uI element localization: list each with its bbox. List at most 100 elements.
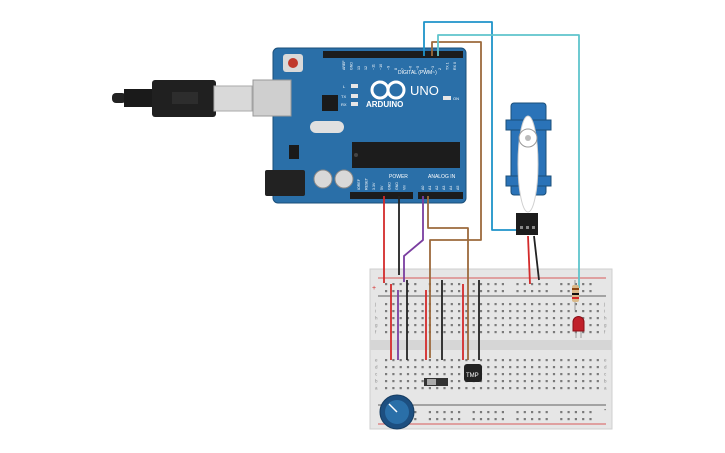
breadboard-row-label: j: [603, 302, 605, 307]
breadboard-hole: [582, 359, 585, 362]
breadboard-hole: [421, 303, 424, 306]
pin-label: 8: [394, 68, 398, 70]
breadboard-hole: [574, 303, 577, 306]
breadboard-hole: [443, 283, 446, 286]
breadboard-hole: [487, 366, 490, 369]
breadboard-hole: [531, 411, 534, 414]
breadboard-hole: [472, 283, 475, 286]
breadboard-hole: [450, 366, 453, 369]
breadboard-hole: [589, 373, 592, 376]
breadboard-hole: [392, 303, 395, 306]
breadboard-hole: [538, 317, 541, 320]
breadboard-hole: [589, 387, 592, 390]
breadboard-hole: [516, 283, 519, 286]
breadboard-hole: [436, 387, 439, 390]
breadboard-hole: [428, 418, 431, 421]
breadboard-row-label: i: [604, 309, 605, 314]
breadboard-hole: [552, 310, 556, 313]
breadboard-hole: [560, 331, 563, 334]
breadboard-hole: [516, 387, 519, 390]
pin-label: ~9: [386, 66, 390, 70]
breadboard-hole: [516, 418, 519, 421]
breadboard-hole: [501, 283, 504, 286]
breadboard-hole: [414, 359, 417, 362]
breadboard-hole: [589, 324, 592, 327]
pin-label: A1: [428, 186, 432, 190]
atmega-chip: [352, 142, 460, 168]
breadboard-hole: [479, 387, 483, 390]
breadboard-hole: [465, 324, 468, 327]
breadboard-hole: [385, 380, 388, 383]
breadboard-hole: [545, 331, 548, 334]
breadboard-hole: [545, 366, 548, 369]
breadboard-hole: [450, 380, 453, 383]
pin-label: A4: [449, 186, 453, 190]
breadboard-hole: [494, 366, 497, 369]
breadboard-hole: [414, 310, 417, 313]
pin-label: ~6: [409, 66, 413, 70]
breadboard-hole: [494, 359, 497, 362]
on-label: ON: [453, 96, 459, 101]
breadboard-hole: [552, 366, 556, 369]
breadboard-hole: [552, 331, 556, 334]
breadboard-hole: [414, 380, 417, 383]
breadboard-hole: [472, 331, 475, 334]
breadboard-hole: [458, 411, 461, 414]
breadboard-hole: [545, 290, 548, 293]
breadboard-hole: [392, 324, 395, 327]
slide-switch[interactable]: [424, 378, 448, 386]
breadboard-hole: [436, 290, 439, 293]
breadboard-hole: [567, 359, 570, 362]
breadboard-hole: [487, 387, 490, 390]
breadboard-hole: [443, 331, 446, 334]
breadboard-hole: [501, 324, 504, 327]
breadboard-hole: [465, 331, 468, 334]
wire-d2-cyan: [437, 34, 580, 288]
breadboard-hole: [574, 380, 577, 383]
breadboard-hole: [560, 317, 563, 320]
breadboard-hole: [399, 331, 402, 334]
breadboard-hole: [436, 303, 439, 306]
wire-servo-red: [527, 235, 531, 285]
analog-header-label: ANALOG IN: [428, 174, 456, 180]
pin-label: A5: [456, 186, 460, 190]
board-brand: ARDUINO: [366, 100, 403, 109]
breadboard-hole: [516, 359, 519, 362]
power-header-label: POWER: [389, 174, 408, 180]
breadboard-hole: [494, 290, 497, 293]
breadboard-hole: [596, 373, 599, 376]
breadboard-hole: [399, 359, 402, 362]
pin-label: ~10: [379, 64, 383, 70]
power-header: [350, 192, 413, 199]
breadboard-hole: [385, 387, 388, 390]
breadboard-hole: [414, 317, 417, 320]
breadboard-hole: [472, 310, 475, 313]
breadboard-hole: [421, 366, 424, 369]
breadboard-hole: [487, 331, 490, 334]
breadboard-hole: [538, 331, 541, 334]
pin-label: 3.3V: [372, 182, 376, 190]
breadboard-hole: [458, 290, 461, 293]
potentiometer[interactable]: [379, 394, 415, 430]
breadboard-hole: [538, 387, 541, 390]
breadboard-hole: [494, 310, 497, 313]
breadboard-hole: [414, 418, 417, 421]
breadboard-hole: [494, 418, 497, 421]
breadboard-hole: [406, 324, 410, 327]
breadboard-hole: [406, 290, 410, 293]
breadboard-hole: [567, 411, 570, 414]
breadboard-hole: [596, 317, 599, 320]
temperature-sensor: TMP: [464, 364, 482, 382]
breadboard-hole: [465, 387, 468, 390]
breadboard-row-label: b: [604, 379, 607, 384]
breadboard-hole: [406, 380, 410, 383]
breadboard-hole: [589, 411, 592, 414]
breadboard-hole: [450, 418, 453, 421]
breadboard-hole: [523, 359, 526, 362]
breadboard-hole: [582, 380, 585, 383]
pin-label: 4: [423, 68, 427, 70]
pin-label: ~11: [372, 64, 376, 70]
breadboard-hole: [414, 387, 417, 390]
breadboard-hole: [450, 303, 453, 306]
